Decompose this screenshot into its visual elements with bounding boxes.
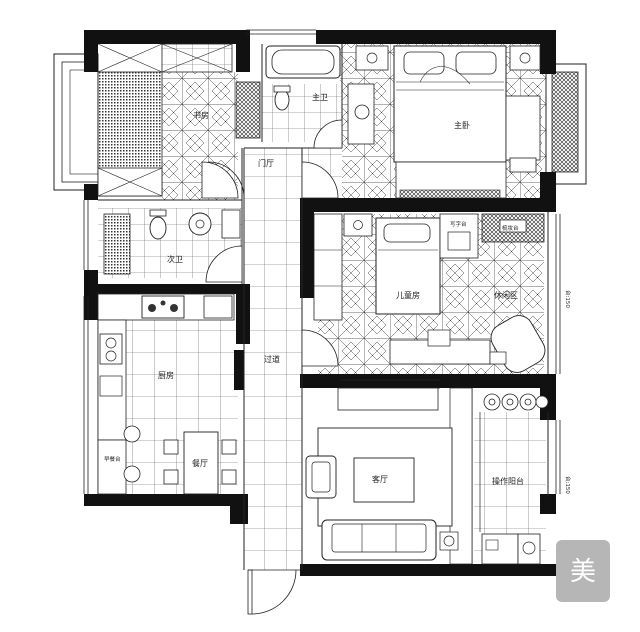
wash-basin	[188, 212, 212, 236]
kitchen-sink	[99, 333, 123, 365]
label-corridor: 过道	[264, 354, 280, 364]
dining-table	[183, 431, 219, 495]
label-entry: 门厅	[258, 158, 274, 168]
label-master-bath: 主卫	[312, 92, 328, 102]
label-dining: 餐厅	[192, 459, 208, 468]
master-toilet	[274, 89, 290, 111]
coffee-table	[353, 457, 415, 503]
cooktop	[141, 295, 185, 319]
bedroom-bay-window	[545, 63, 587, 185]
side-note-bottom: 台:150	[564, 476, 572, 494]
watermark-glyph: 美	[570, 557, 596, 587]
bathtub	[265, 45, 341, 79]
label-service-balcony: 操作阳台	[492, 476, 524, 486]
armchair	[305, 455, 337, 499]
second-toilet	[149, 216, 167, 240]
label-kids-room: 儿童房	[396, 290, 420, 300]
label-dresser: 梳妆台	[502, 224, 519, 232]
label-master-bedroom: 主卧	[454, 120, 470, 130]
bar-stool	[123, 425, 141, 443]
label-second-bath: 次卫	[167, 254, 183, 264]
entry-door	[247, 569, 300, 615]
label-study: 书房	[193, 110, 209, 120]
shower-tray	[103, 213, 131, 275]
study-bay-window	[53, 53, 99, 191]
label-living: 客厅	[372, 474, 388, 484]
side-note-top: 台:150	[564, 290, 572, 308]
label-desk: 写字台	[450, 220, 467, 228]
plants	[483, 393, 549, 411]
label-bar: 早餐台	[104, 455, 121, 463]
watermark-logo: 美	[556, 540, 610, 602]
label-leisure: 休闲区	[494, 290, 518, 300]
walls	[84, 30, 556, 576]
sofa	[321, 519, 437, 561]
label-kitchen: 厨房	[158, 370, 174, 380]
bar-stool	[123, 465, 141, 483]
corridor-floor	[244, 148, 302, 570]
